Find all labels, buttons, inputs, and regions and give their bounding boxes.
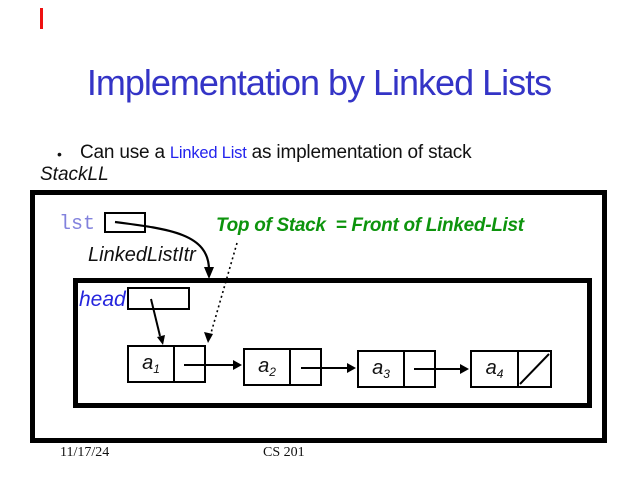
node-2-data-cell: a2 xyxy=(245,350,291,384)
red-pen-mark xyxy=(40,8,43,29)
list-node-3: a3 xyxy=(357,350,436,388)
footer-course: CS 201 xyxy=(263,445,305,460)
node-4-data-cell: a4 xyxy=(472,352,519,386)
linked-list-term: Linked List xyxy=(169,144,247,162)
node-1-pointer-cell xyxy=(175,347,204,381)
node-1-data-cell: a1 xyxy=(129,347,175,381)
bullet-text-pre: Can use a xyxy=(80,142,170,163)
slide-title: Implementation by Linked Lists xyxy=(86,62,552,103)
linked-list-inner-box xyxy=(73,278,592,408)
head-pointer-box xyxy=(127,287,190,310)
list-node-2: a2 xyxy=(243,348,322,386)
stackll-label: StackLL xyxy=(40,164,109,185)
bullet-line: Can use a Linked List as implementation … xyxy=(80,142,472,164)
diagram-outer-box xyxy=(30,190,607,443)
bullet-icon: • xyxy=(57,146,62,162)
list-node-4: a4 xyxy=(470,350,552,388)
linkedlistitr-label: LinkedListItr xyxy=(88,244,196,266)
footer-date: 11/17/24 xyxy=(60,445,110,460)
node-1-label: a1 xyxy=(142,352,160,376)
node-3-pointer-cell xyxy=(405,352,434,386)
top-of-stack-note: Top of Stack = Front of Linked-List xyxy=(216,215,524,236)
node-4-label: a4 xyxy=(485,357,504,381)
node-3-label: a3 xyxy=(372,357,390,381)
node-3-data-cell: a3 xyxy=(359,352,405,386)
node-2-pointer-cell xyxy=(291,350,320,384)
node-2-label: a2 xyxy=(258,355,276,379)
bullet-text-post: as implementation of stack xyxy=(246,142,472,163)
node-4-pointer-cell xyxy=(519,352,550,386)
list-node-1: a1 xyxy=(127,345,206,383)
head-label: head xyxy=(79,288,126,311)
lst-pointer-box xyxy=(104,212,146,233)
lst-label: lst xyxy=(59,213,96,236)
